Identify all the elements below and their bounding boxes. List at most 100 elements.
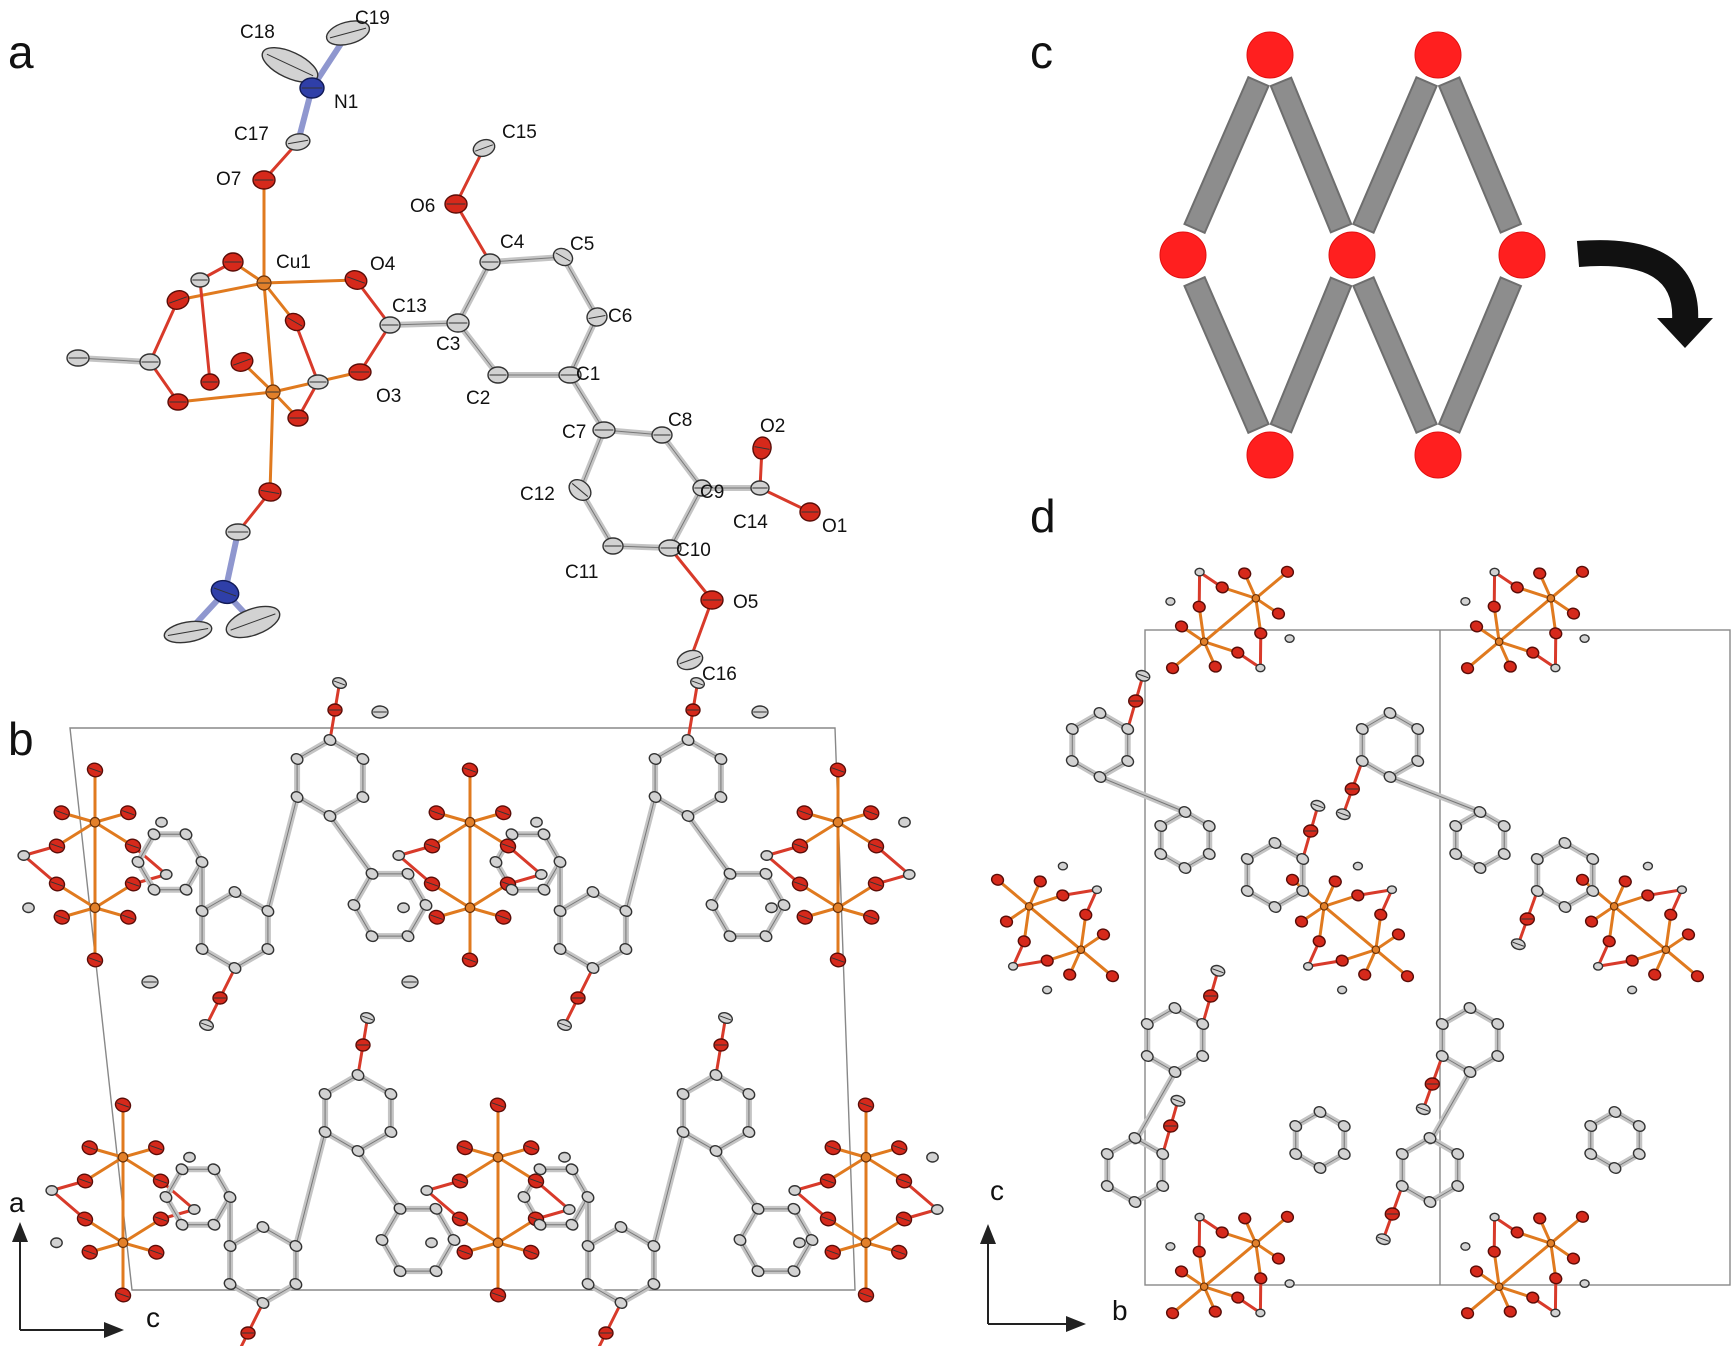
oxygen-atom [1510, 1226, 1524, 1239]
carbon-atom [195, 943, 209, 955]
ellipsoid-axis [453, 1216, 467, 1222]
bond [1322, 904, 1378, 952]
bond [75, 355, 153, 365]
oxygen-atom [1690, 970, 1705, 983]
copper-atom [464, 902, 476, 914]
oxygen-atom [1374, 908, 1388, 921]
carbon-atom [1121, 755, 1135, 767]
carbon-atom [1091, 885, 1103, 895]
atom-label-c6: C6 [608, 306, 632, 327]
carbon-atom [723, 867, 737, 880]
carbon-atom [401, 867, 415, 880]
oxygen-atom [1618, 875, 1632, 888]
oxygen-atom [1575, 873, 1590, 886]
bond [1202, 596, 1258, 644]
ellipsoid-axis [213, 587, 237, 597]
carbon-atom [1057, 861, 1069, 871]
bond [1171, 1285, 1206, 1315]
carbon-atom [1395, 1148, 1409, 1160]
carbon-atom [1302, 961, 1314, 971]
unit-cell-d [1144, 629, 1731, 1286]
copper-atom [89, 902, 101, 914]
bond [292, 1129, 329, 1249]
atom-label-c11: C11 [565, 562, 598, 583]
carbon-atom [147, 883, 161, 896]
bond [622, 794, 659, 914]
copper-atom [1609, 901, 1619, 911]
carbon-atom [1558, 837, 1572, 849]
axis-label-b-d: b [1112, 1295, 1128, 1326]
carbon-atom [530, 816, 543, 828]
carbon-atom [351, 1069, 365, 1081]
ellipsoid-axis [798, 810, 811, 816]
atom-label-c5: C5 [570, 234, 594, 255]
copper-atom [117, 1237, 129, 1249]
carbon-atom [805, 1234, 819, 1246]
carbon-atom [289, 1278, 303, 1290]
bond [262, 278, 358, 285]
ellipsoid-axis [501, 843, 515, 849]
carbon-atom [1100, 1148, 1114, 1160]
oxygen-atom [1358, 968, 1372, 981]
bond [293, 320, 320, 384]
carbon-atom [183, 1151, 196, 1163]
carbon-atom [787, 1202, 801, 1215]
carbon-atom [425, 1237, 438, 1249]
carbon-atom [614, 1297, 628, 1309]
carbon-atom [676, 1088, 690, 1100]
carbon-atom [1165, 1242, 1176, 1251]
linker-rod [1437, 276, 1523, 434]
atom-label-o1: O1 [822, 516, 847, 537]
carbon-atom [175, 1163, 189, 1176]
carbon-atom [207, 1218, 221, 1231]
carbon-atom [1579, 634, 1590, 643]
carbon-atom [1168, 1066, 1182, 1078]
carbon-atom [517, 1191, 531, 1203]
copper-atom [1024, 901, 1034, 911]
bond [176, 390, 275, 404]
carbon-atom [1383, 707, 1397, 719]
carbon-atom [256, 1297, 270, 1309]
carbon-atom [1268, 901, 1282, 913]
oxygen-atom [1165, 662, 1180, 675]
metal-node [1414, 431, 1462, 479]
bond [227, 1224, 266, 1249]
axis-label-c: c [146, 1302, 160, 1333]
carbon-atom [1530, 853, 1544, 865]
panel-d-label: d [1030, 490, 1056, 542]
carbon-atom [619, 905, 633, 917]
carbon-atom [223, 1278, 237, 1290]
oxygen-atom [1271, 1252, 1286, 1265]
atom-label-c3: C3 [436, 334, 460, 355]
oxygen-atom [1460, 662, 1475, 675]
carbon-atom [1626, 985, 1638, 995]
carbon-atom [351, 1145, 365, 1157]
carbon-atom [1451, 1148, 1465, 1160]
bond [294, 737, 333, 762]
ellipsoid-axis [150, 1145, 163, 1151]
bond [322, 1072, 361, 1097]
ellipsoid-axis [826, 1145, 839, 1151]
metal-node [1414, 31, 1462, 79]
bond [567, 372, 607, 433]
bond [355, 1129, 394, 1154]
carbon-atom [742, 1126, 756, 1138]
carbon-atom [1178, 862, 1192, 874]
carbon-atom [676, 1126, 690, 1138]
ellipsoid-axis [475, 144, 493, 152]
oxygen-atom [1335, 954, 1349, 967]
oxygen-atom [990, 873, 1005, 886]
ellipsoid-axis [260, 489, 280, 495]
ellipsoid-axis [126, 881, 140, 887]
carbon-atom [759, 930, 773, 943]
carbon-atom [1608, 1162, 1622, 1174]
oxygen-atom [1549, 627, 1563, 640]
carbon-atom [393, 1202, 407, 1215]
carbon-atom [1165, 597, 1176, 606]
ellipsoid-axis [122, 914, 135, 920]
carbon-atom [1642, 861, 1654, 871]
bond [667, 485, 705, 551]
oxygen-atom [1575, 1210, 1590, 1223]
ellipsoid-axis [230, 613, 276, 631]
